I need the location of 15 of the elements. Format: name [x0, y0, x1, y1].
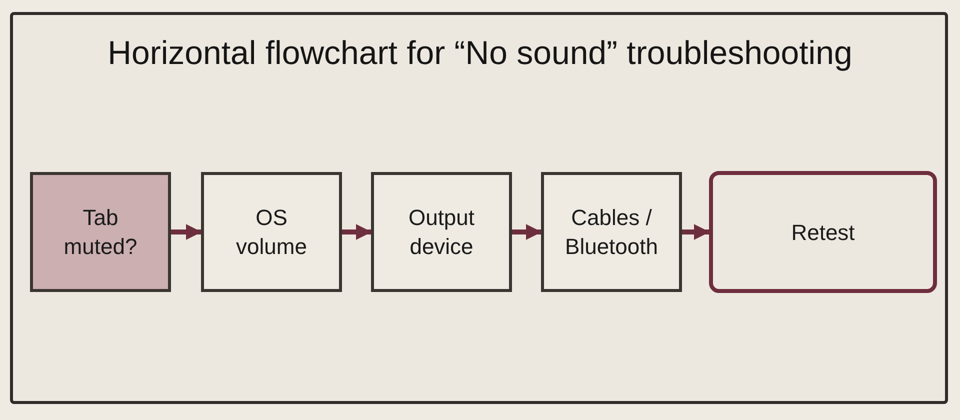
process-box — [371, 172, 512, 292]
node-label: Tab muted? — [62, 204, 138, 261]
arrow — [682, 224, 710, 240]
start-box — [30, 172, 171, 292]
arrow — [342, 224, 372, 240]
node-label: Cables / Bluetooth — [564, 204, 659, 261]
node-label: Retest — [791, 218, 855, 246]
arrow — [512, 224, 542, 240]
diagram-title: Horizontal flowchart for “No sound” troubleshooting — [108, 34, 852, 72]
process-box — [201, 172, 342, 292]
node-label: OS volume — [235, 204, 308, 261]
end-box — [709, 171, 937, 293]
node-label: Output device — [407, 204, 476, 261]
arrow — [171, 224, 202, 240]
process-box — [541, 172, 682, 292]
